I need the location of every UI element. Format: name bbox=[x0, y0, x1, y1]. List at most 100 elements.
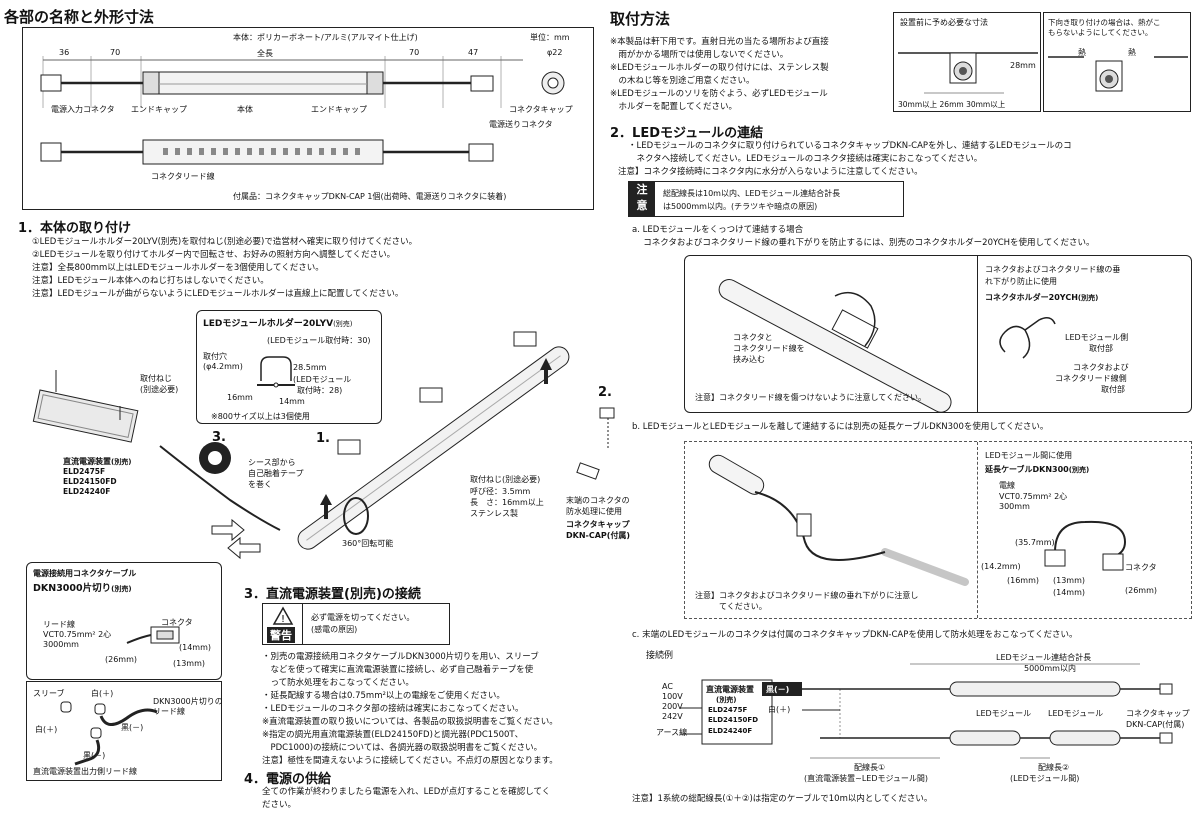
cap-model: DKN-CAP(付属) bbox=[566, 531, 631, 540]
white-plus-2: 白(＋) bbox=[35, 725, 58, 734]
step-3-label: 3. bbox=[212, 430, 226, 445]
s3-line: ※指定の調光用直流電源装置(ELD24150FD)と調光器(PDC1500T、 bbox=[262, 730, 524, 740]
step-1-label: 1. bbox=[316, 431, 330, 446]
dim-70-left: 70 bbox=[110, 48, 121, 57]
wiring-psu-model: ELD2475F bbox=[708, 706, 748, 714]
cable-model-suffix: (別売) bbox=[111, 585, 132, 593]
extension-cable-suffix: (別売) bbox=[1068, 466, 1090, 474]
section-1-title: 1．本体の取り付け bbox=[18, 221, 132, 236]
mount-screw-label: 取付ねじ bbox=[140, 374, 172, 383]
a-line: コネクタおよびコネクタリード線の垂れ下がりを防止するには、別売のコネクタホルダー… bbox=[632, 238, 1095, 248]
s3-line: ・延長配線する場合は0.75mm²以上の電線をご使用ください。 bbox=[262, 691, 505, 701]
s4-line: ださい。 bbox=[262, 800, 297, 810]
ac-voltage: 242V bbox=[662, 712, 683, 721]
white-plus-1: 白(＋) bbox=[91, 689, 114, 698]
black-minus: 黒(－) bbox=[121, 723, 144, 732]
extension-note: 注意】コネクタおよびコネクタリード線の垂れ下がりに注意し bbox=[695, 591, 919, 600]
s3-line: PDC1000)の接続については、各調光器の取扱説明書をご覧ください。 bbox=[262, 743, 543, 753]
label-endcap-left: エンドキャップ bbox=[131, 105, 187, 114]
holder-hole-size: (φ4.2mm) bbox=[203, 362, 243, 371]
white-wire: 白(＋) bbox=[768, 705, 791, 714]
holder-box: LEDモジュールホルダー20LYV(別売) (LEDモジュール取付時：30) 取… bbox=[196, 310, 382, 424]
holder-width-14: 14mm bbox=[279, 397, 305, 406]
holder-note: 注意】コネクタリード線を傷つけないように注意してください。 bbox=[695, 393, 927, 402]
intro-line: 雨がかかる場所では使用しないでください。 bbox=[610, 50, 789, 60]
holder-20ych-text: コネクタホルダー20YCH bbox=[985, 293, 1078, 302]
divider bbox=[977, 256, 978, 412]
lead-note: DKN3000片切りの bbox=[153, 697, 223, 706]
extension-sketch bbox=[708, 454, 969, 586]
side-title: コネクタおよびコネクタリード線の垂 bbox=[985, 265, 1121, 274]
connector-holder-box: コネクタと コネクタリード線を 挟み込む 注意】コネクタリード線を傷つけないよう… bbox=[684, 255, 1192, 413]
wiring-psu-name: 直流電源装置 bbox=[706, 685, 754, 694]
label-connector-cap: コネクタキャップ bbox=[509, 105, 573, 114]
section-b-text: b. LEDモジュールとLEDモジュールを離して連結するには別売の延長ケーブルD… bbox=[632, 422, 1049, 432]
s2-line: ・LEDモジュールのコネクタに取り付けられているコネクタキャップDKN-CAPを… bbox=[628, 141, 1072, 151]
extension-len: 300mm bbox=[999, 502, 1030, 511]
extension-note: てください。 bbox=[695, 602, 767, 611]
length-1: 配線長① bbox=[854, 763, 886, 772]
holder-title-suffix: (別売) bbox=[333, 320, 353, 328]
label-connector-lead: コネクタリード線 bbox=[151, 172, 215, 181]
section-title-names: 各部の名称と外形寸法 bbox=[4, 8, 155, 26]
warning-icon: ! bbox=[272, 606, 294, 625]
extension-wire: 電線 bbox=[999, 481, 1015, 490]
psu-model: ELD2475F bbox=[63, 467, 106, 476]
extension-side-title: LEDモジュール間に使用 bbox=[985, 451, 1073, 460]
s1-line: 注意】LEDモジュール本体へのねじ打ちはしないでください。 bbox=[32, 276, 269, 286]
s3-line: 注意】極性を間違えないように接続してください。不点灯の原因となります。 bbox=[262, 756, 558, 766]
cable-d2: (26mm) bbox=[105, 655, 138, 664]
end-note: 防水処理に使用 bbox=[566, 507, 622, 516]
section-2-text: ・LEDモジュールのコネクタに取り付けられているコネクタキャップDKN-CAPを… bbox=[618, 140, 1072, 179]
module-1: LEDモジュール bbox=[976, 709, 1032, 718]
heat-title: 下向き取り付けの場合は、熱がこ bbox=[1048, 18, 1161, 27]
section-2-title: 2．LEDモジュールの連結 bbox=[610, 126, 764, 141]
holder-mount-pitch: (LEDモジュール取付時：30) bbox=[267, 336, 371, 345]
holder-20ych-sketch bbox=[999, 317, 1056, 359]
install-intro: ※本製品は軒下用です。直射日光の当たる場所および直接 雨がかかる場所では使用しな… bbox=[610, 36, 829, 114]
heat-box: 下向き取り付けの場合は、熱がこ もらないようにしてください。 熱 熱 bbox=[1043, 12, 1191, 112]
s1-line: 注意】LEDモジュールが曲がらないようにLEDモジュールホルダーは直線上に配置し… bbox=[32, 289, 404, 299]
intro-line: の木ねじ等を別途ご用意ください。 bbox=[610, 76, 755, 86]
ext-d4: (13mm) bbox=[1053, 576, 1086, 585]
wrap-note: 挟み込む bbox=[733, 355, 765, 364]
cable-vct: VCT0.75mm² 2心 bbox=[43, 630, 112, 639]
section-1-text: ①LEDモジュールホルダー20LYV(別売)を取付ねじ(別途必要)で造営材へ確実… bbox=[32, 236, 417, 301]
screw-spec: 長 さ：16mm以上 bbox=[470, 498, 544, 507]
psu-name-suffix: (別売) bbox=[111, 458, 132, 466]
svg-text:!: ! bbox=[281, 614, 285, 625]
installation-drawing bbox=[32, 331, 615, 560]
sleeve-sketch bbox=[60, 701, 158, 766]
section-3-text: ・別売の電源接続用コネクタケーブルDKN3000片切りを用い、スリーブ などを使… bbox=[262, 651, 558, 768]
heat-sketch bbox=[1048, 56, 1188, 92]
lead-side: 取付部 bbox=[1101, 385, 1125, 394]
ac-label: AC bbox=[662, 682, 673, 691]
mount-side: 取付部 bbox=[1089, 344, 1113, 353]
length-2: (LEDモジュール間) bbox=[1010, 774, 1080, 783]
module-outline-drawing bbox=[40, 56, 565, 165]
psu-name: 直流電源装置(別売) bbox=[63, 456, 131, 467]
section-4-text: 全ての作業が終わりましたら電源を入れ、LEDが点灯することを確認してく ださい。 bbox=[262, 786, 550, 812]
holder-height-note: (LEDモジュール bbox=[293, 375, 352, 384]
screw-spec: 取付ねじ(別途必要) bbox=[470, 475, 541, 484]
total-length: LEDモジュール連結合計長 bbox=[996, 653, 1092, 662]
screw-spec: ステンレス製 bbox=[470, 509, 518, 518]
heat-title: もらないようにしてください。 bbox=[1048, 28, 1153, 37]
holder-20ych-suffix: (別売) bbox=[1077, 294, 1099, 302]
earth-label: アース線 bbox=[656, 728, 688, 737]
ext-d3: (16mm) bbox=[1007, 576, 1040, 585]
s4-line: 全ての作業が終わりましたら電源を入れ、LEDが点灯することを確認してく bbox=[262, 787, 551, 797]
extension-cable-text: 延長ケーブルDKN300 bbox=[985, 465, 1069, 474]
caution-label-2: 意 bbox=[636, 199, 648, 212]
total-length-note: 注意】1系統の総配線長(①＋②)は指定のケーブルで10m以内としてください。 bbox=[632, 794, 933, 804]
tape-note: 自己融着テープ bbox=[248, 469, 304, 478]
ac-voltage: 200V bbox=[662, 702, 683, 711]
ext-d6: (26mm) bbox=[1125, 586, 1158, 595]
lead-side: コネクタおよび bbox=[1073, 363, 1129, 372]
tape-note: シース部から bbox=[248, 458, 296, 467]
space-sketch bbox=[898, 52, 1038, 94]
caution-text: 総配線長は10m以内、LEDモジュール連結合計長 bbox=[663, 189, 841, 198]
psu-model: ELD24240F bbox=[63, 487, 111, 496]
screw-spec: 呼び径：3.5mm bbox=[470, 487, 531, 496]
ext-d1: (35.7mm) bbox=[1015, 538, 1055, 547]
